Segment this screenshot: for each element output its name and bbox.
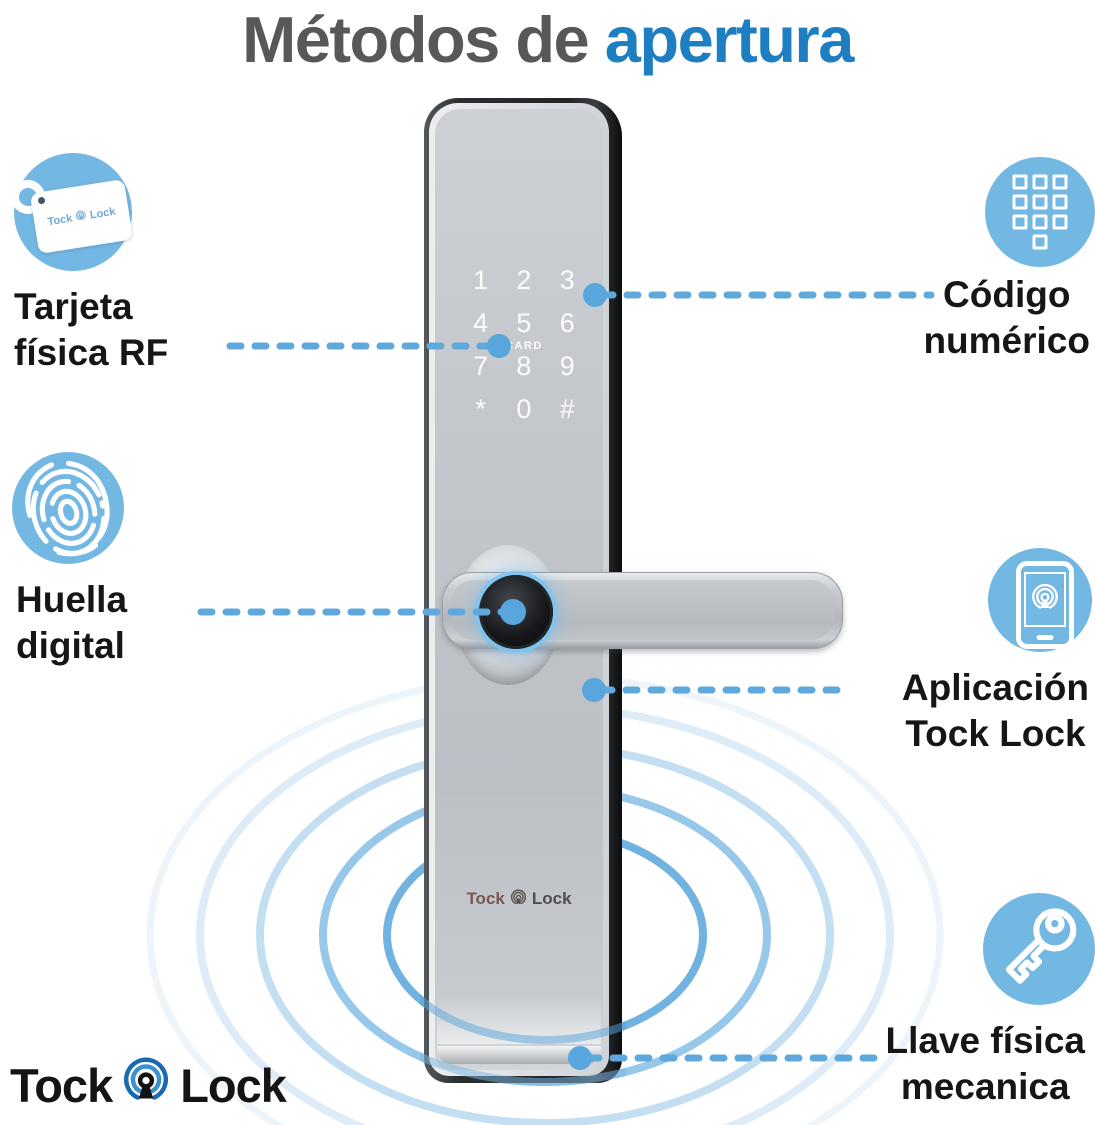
keypad-key: 3	[559, 265, 575, 295]
label-huella-digital: Huella digital	[16, 579, 128, 666]
phone-homebar	[1036, 635, 1054, 640]
keypad-icon	[985, 157, 1095, 267]
tock-lock-symbol-icon	[75, 209, 87, 221]
fingerprint-icon	[12, 452, 124, 564]
keypad-key: 6	[559, 308, 575, 338]
lock-face-logo: Tock Lock	[435, 889, 603, 909]
page-title: Métodos de apertura	[0, 2, 1095, 77]
keypad-key: *	[475, 394, 486, 424]
keypad-key: 0	[516, 394, 532, 424]
title-accent: apertura	[604, 3, 855, 76]
logo-word-lock: Lock	[180, 1058, 287, 1112]
card-brand-word2: Lock	[89, 205, 117, 222]
card-reader-label: CARD	[505, 340, 543, 352]
tock-lock-symbol-icon	[124, 1057, 169, 1100]
tock-lock-symbol-icon	[510, 889, 526, 905]
smartphone-icon	[988, 548, 1092, 652]
keypad-key: #	[559, 394, 575, 424]
keypad-key: 8	[516, 351, 532, 381]
keypad-grid-graphic	[1012, 174, 1068, 250]
keypad-key: 9	[559, 351, 575, 381]
key-icon	[983, 893, 1095, 1005]
label-tarjeta-fisica-rf: Tarjeta física RF	[14, 286, 169, 373]
label-aplicacion-tock-lock: Aplicación Tock Lock	[901, 667, 1089, 754]
title-prefix: Métodos de	[242, 3, 590, 76]
lock-keypad: 1 2 3 4 5 6 7 8 9 * 0 #	[459, 259, 589, 431]
phone-graphic	[1016, 561, 1074, 649]
fingerprint-sensor	[479, 575, 553, 649]
rf-card-icon: Tock Lock	[11, 153, 134, 271]
label-codigo-numerico: Código numérico	[923, 274, 1090, 361]
keypad-key: 2	[516, 265, 532, 295]
keypad-key: 4	[473, 308, 489, 338]
card-brand-word1: Tock	[46, 212, 74, 228]
keypad-key: 7	[473, 351, 489, 381]
keypad-key: 1	[473, 265, 489, 295]
logo-word-tock: Tock	[10, 1058, 113, 1112]
tock-lock-symbol-icon	[1032, 583, 1058, 609]
lock-bottom-sheen	[437, 998, 601, 1044]
phone-screen	[1024, 572, 1066, 627]
card-hole	[37, 196, 46, 205]
brand-word-lock: Lock	[531, 889, 572, 908]
brand-word-tock: Tock	[466, 889, 505, 908]
rf-card-graphic: Tock Lock	[29, 178, 134, 255]
keypad-key: 5	[516, 308, 532, 338]
label-llave-fisica-mecanica: Llave física mecanica	[885, 1020, 1085, 1107]
lock-bottom-cap	[437, 1046, 601, 1064]
brand-logo: Tock Lock	[10, 1056, 287, 1114]
